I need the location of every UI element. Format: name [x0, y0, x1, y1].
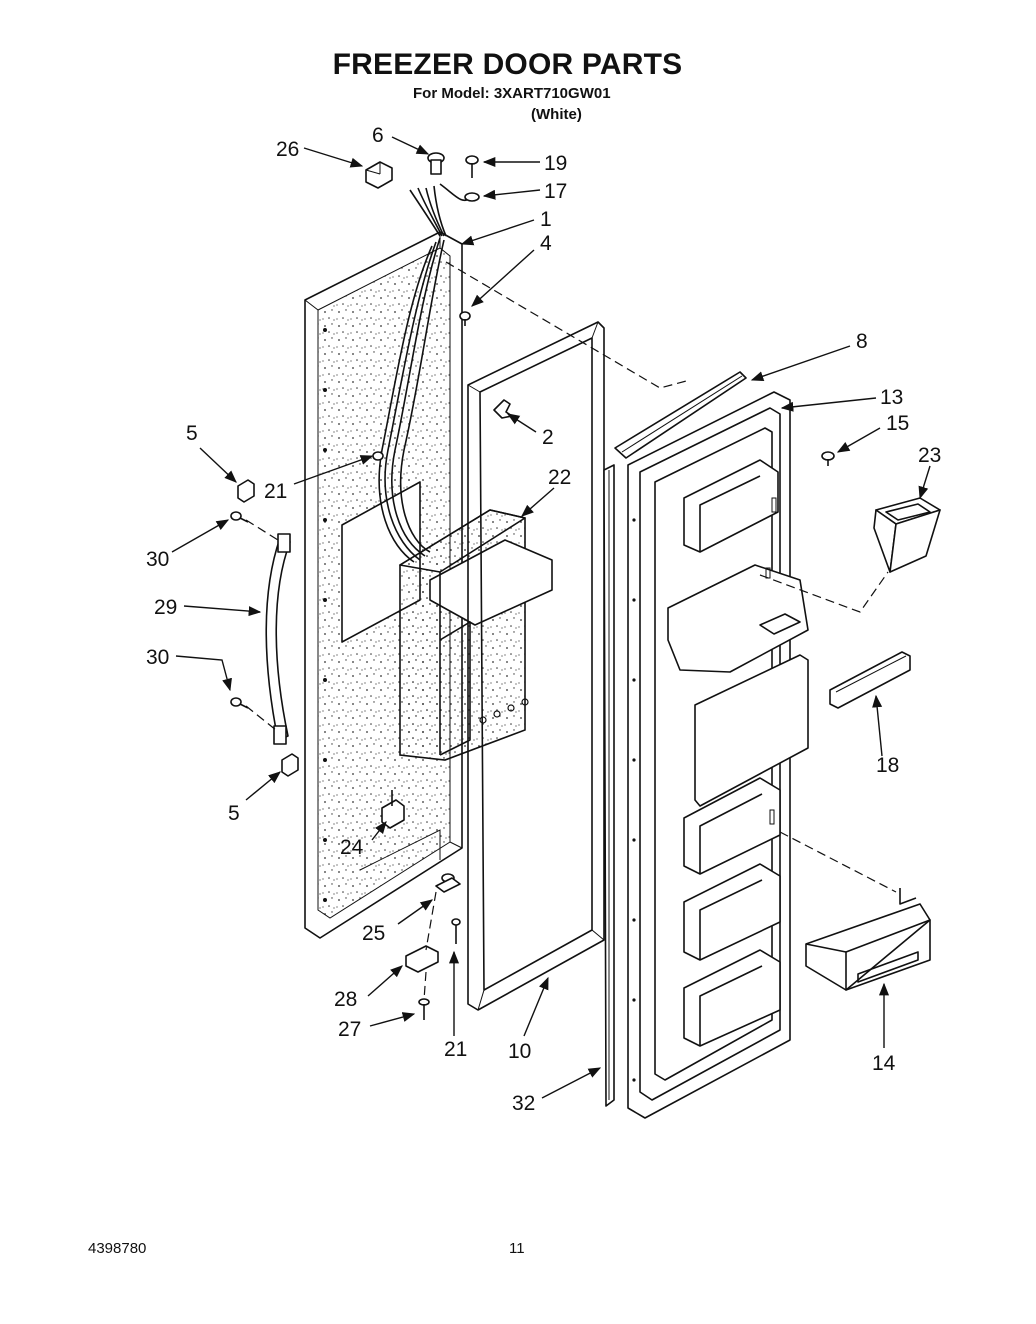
trim-strip	[603, 464, 615, 1107]
dispenser-housing	[399, 509, 553, 761]
outer-door-panel	[304, 231, 463, 939]
page-number: 11	[509, 1240, 525, 1257]
callout-1: 1	[540, 208, 552, 231]
callout-2: 2	[542, 426, 554, 449]
leader-lines	[171, 136, 931, 1099]
callout-8: 8	[856, 330, 868, 353]
callout-17: 17	[544, 180, 567, 203]
inner-door-liner	[627, 391, 809, 1119]
hinge-plate	[405, 945, 439, 973]
callout-30-bottom: 30	[146, 646, 169, 669]
connector-part	[365, 161, 393, 189]
handle-end-cap-top	[237, 479, 255, 503]
clip-part	[493, 399, 513, 419]
callout-21-lower: 21	[444, 1038, 467, 1061]
callout-30-top: 30	[146, 548, 169, 571]
hinge-bolt	[418, 998, 430, 1020]
callout-21-upper: 21	[264, 480, 287, 503]
callout-labels: 26 6 19 17 1 4 8 13 15 2 23 22 5 21 30 2…	[146, 124, 941, 1115]
liner-screw	[821, 451, 835, 466]
door-handle	[265, 533, 291, 745]
callout-24: 24	[340, 836, 364, 859]
handle-screw-bottom	[230, 697, 249, 709]
handle-end-cap-bottom	[281, 753, 299, 777]
door-gasket	[467, 321, 605, 1011]
screw-top	[465, 155, 479, 178]
callout-32: 32	[512, 1092, 535, 1115]
callout-28: 28	[334, 988, 357, 1011]
plug-part	[427, 152, 445, 175]
callout-18: 18	[876, 754, 899, 777]
model-color: (White)	[531, 106, 582, 123]
door-shelf-bin	[805, 888, 931, 991]
model-number: For Model: 3XART710GW01	[413, 85, 611, 102]
assembly-lines	[245, 261, 897, 1001]
callout-5-bottom: 5	[228, 802, 240, 825]
panel-screw	[459, 311, 471, 326]
callout-25: 25	[362, 922, 385, 945]
drip-tray	[829, 651, 911, 709]
callout-6: 6	[372, 124, 384, 147]
callout-4: 4	[540, 232, 552, 255]
callout-15: 15	[886, 412, 909, 435]
callout-19: 19	[544, 152, 567, 175]
page-title: FREEZER DOOR PARTS	[332, 48, 683, 81]
lower-screw	[451, 918, 461, 944]
ring-terminal	[464, 192, 480, 202]
hinge-pin	[435, 873, 461, 893]
callout-22: 22	[548, 466, 571, 489]
callout-13: 13	[880, 386, 903, 409]
top-bracket	[614, 371, 747, 459]
callout-26: 26	[276, 138, 299, 161]
document-number: 4398780	[88, 1240, 147, 1257]
callout-27: 27	[338, 1018, 361, 1041]
ice-chute	[873, 497, 941, 573]
wire-harness	[378, 183, 471, 563]
callout-5-top: 5	[186, 422, 198, 445]
upper-screw	[372, 451, 384, 461]
callout-10: 10	[508, 1040, 531, 1063]
callout-23: 23	[918, 444, 941, 467]
callout-14: 14	[872, 1052, 896, 1075]
callout-29: 29	[154, 596, 177, 619]
handle-screw-top	[230, 511, 249, 523]
